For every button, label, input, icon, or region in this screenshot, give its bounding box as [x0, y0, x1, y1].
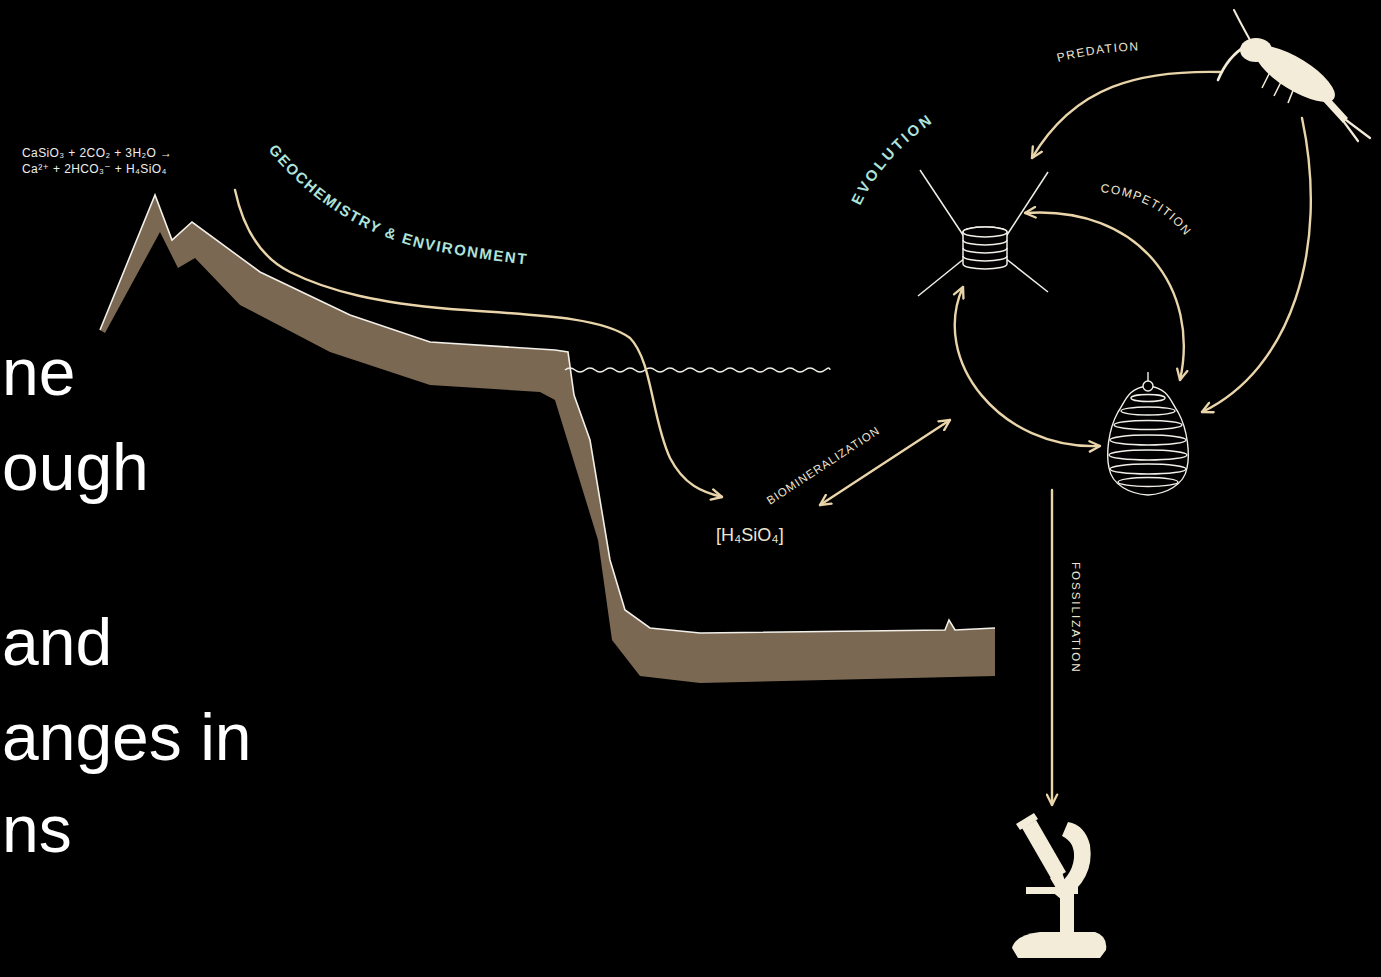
land-band	[100, 195, 995, 683]
chemical-equation: CaSiO₃ + 2CO₂ + 3H₂O → Ca²⁺ + 2HCO₃⁻ + H…	[22, 146, 176, 177]
process-label: BIOMINERALIZATION	[765, 424, 882, 507]
process-label: FOSSILIZATION	[1070, 562, 1082, 674]
predation-arrow	[1202, 118, 1311, 412]
evolution-cycle-arrow	[955, 287, 1100, 446]
land-surface-line	[100, 195, 995, 633]
process-label: PREDATION	[1055, 39, 1139, 64]
microscope-figure	[1012, 813, 1106, 958]
radiolarian-figure	[1108, 372, 1189, 495]
predation-arrow	[1032, 72, 1222, 158]
process-label: COMPETITION	[1100, 181, 1195, 239]
slide-text-fragment: anges in	[2, 704, 252, 770]
slide-text-fragment: ns	[2, 796, 72, 862]
slide-text-fragment: and	[2, 609, 112, 675]
compound-label: [H₄SiO₄]	[716, 526, 784, 544]
sea-surface	[565, 368, 830, 372]
competition-arrow	[1025, 212, 1184, 380]
process-label: GEOCHEMISTRY & ENVIRONMENT	[266, 141, 529, 268]
copepod-figure	[1218, 10, 1370, 141]
process-label: EVOLUTION	[847, 110, 936, 208]
slide-text-fragment: ne	[2, 339, 75, 405]
slide-text-fragment: ough	[2, 434, 149, 500]
biomineralization-arrow	[820, 420, 950, 505]
fossilization-arrow	[1051, 490, 1053, 805]
weathering-arrow	[235, 190, 722, 497]
diatom-figure	[918, 170, 1048, 296]
